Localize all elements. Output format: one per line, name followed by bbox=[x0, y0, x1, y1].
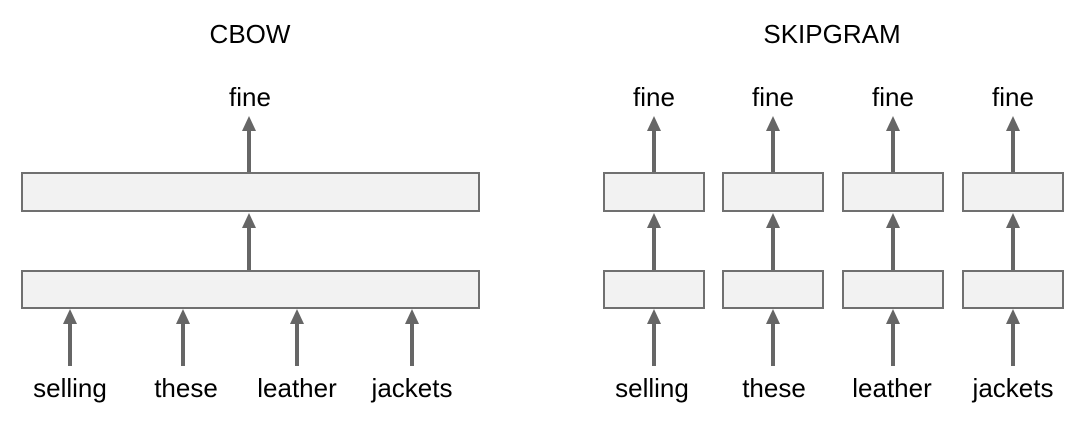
arrow-head bbox=[242, 213, 256, 228]
arrow-shaft bbox=[181, 322, 185, 366]
arrow-shaft bbox=[891, 226, 895, 270]
cbow-middle-arrow-up-icon bbox=[242, 213, 256, 270]
arrow-head bbox=[290, 309, 304, 324]
cbow-input-arrow-up-icon-3 bbox=[290, 309, 304, 366]
arrow-shaft bbox=[652, 129, 656, 172]
arrow-shaft bbox=[891, 322, 895, 366]
arrow-shaft bbox=[771, 129, 775, 172]
arrow-shaft bbox=[771, 322, 775, 366]
arrow-shaft bbox=[295, 322, 299, 366]
cbow-input-arrow-up-icon-1 bbox=[63, 309, 77, 366]
skipgram-input-word-3: leather bbox=[852, 373, 932, 403]
arrow-shaft bbox=[652, 226, 656, 270]
arrow-shaft bbox=[652, 322, 656, 366]
skipgram-middle-arrow-up-icon-3 bbox=[886, 213, 900, 270]
skipgram-input-word-4: jackets bbox=[972, 373, 1054, 403]
skipgram-input-word-1: selling bbox=[615, 373, 689, 403]
arrow-shaft bbox=[247, 129, 251, 172]
arrow-shaft bbox=[771, 226, 775, 270]
arrow-head bbox=[766, 213, 780, 228]
cbow-input-arrow-up-icon-4 bbox=[405, 309, 419, 366]
arrow-shaft bbox=[1011, 129, 1015, 172]
skipgram-output-word-2: fine bbox=[752, 82, 794, 112]
arrow-shaft bbox=[410, 322, 414, 366]
skipgram-output-arrow-up-icon-4 bbox=[1006, 116, 1020, 172]
skipgram-output-layer-box-2 bbox=[722, 172, 824, 212]
cbow-hidden-layer-box bbox=[21, 270, 480, 309]
skipgram-input-arrow-up-icon-4 bbox=[1006, 309, 1020, 366]
cbow-output-layer-box bbox=[21, 172, 480, 212]
skipgram-middle-arrow-up-icon-4 bbox=[1006, 213, 1020, 270]
cbow-output-word: fine bbox=[229, 82, 271, 112]
skipgram-title: SKIPGRAM bbox=[763, 19, 901, 49]
skipgram-output-arrow-up-icon-2 bbox=[766, 116, 780, 172]
skipgram-output-layer-box-1 bbox=[603, 172, 705, 212]
skipgram-output-arrow-up-icon-3 bbox=[886, 116, 900, 172]
arrow-shaft bbox=[68, 322, 72, 366]
skipgram-hidden-layer-box-1 bbox=[603, 270, 705, 309]
skipgram-middle-arrow-up-icon-2 bbox=[766, 213, 780, 270]
skipgram-input-arrow-up-icon-1 bbox=[647, 309, 661, 366]
skipgram-output-word-1: fine bbox=[633, 82, 675, 112]
cbow-input-word-1: selling bbox=[33, 373, 107, 403]
skipgram-output-word-4: fine bbox=[992, 82, 1034, 112]
arrow-head bbox=[886, 213, 900, 228]
arrow-shaft bbox=[1011, 322, 1015, 366]
arrow-shaft bbox=[1011, 226, 1015, 270]
skipgram-output-arrow-up-icon-1 bbox=[647, 116, 661, 172]
arrow-head bbox=[405, 309, 419, 324]
arrow-head bbox=[63, 309, 77, 324]
arrow-head bbox=[647, 309, 661, 324]
skipgram-input-word-2: these bbox=[742, 373, 806, 403]
arrow-head bbox=[766, 309, 780, 324]
skipgram-input-arrow-up-icon-2 bbox=[766, 309, 780, 366]
skipgram-output-layer-box-3 bbox=[842, 172, 944, 212]
skipgram-output-layer-box-4 bbox=[962, 172, 1064, 212]
arrow-shaft bbox=[891, 129, 895, 172]
skipgram-middle-arrow-up-icon-1 bbox=[647, 213, 661, 270]
arrow-head bbox=[886, 116, 900, 131]
arrow-head bbox=[766, 116, 780, 131]
cbow-input-arrow-up-icon-2 bbox=[176, 309, 190, 366]
cbow-output-arrow-up-icon bbox=[242, 116, 256, 172]
skipgram-input-arrow-up-icon-3 bbox=[886, 309, 900, 366]
arrow-head bbox=[1006, 116, 1020, 131]
skipgram-output-word-3: fine bbox=[872, 82, 914, 112]
arrow-head bbox=[886, 309, 900, 324]
cbow-title: CBOW bbox=[209, 19, 291, 49]
arrow-head bbox=[242, 116, 256, 131]
skipgram-hidden-layer-box-4 bbox=[962, 270, 1064, 309]
arrow-head bbox=[647, 116, 661, 131]
skipgram-hidden-layer-box-3 bbox=[842, 270, 944, 309]
arrow-head bbox=[176, 309, 190, 324]
cbow-input-word-4: jackets bbox=[371, 373, 453, 403]
arrow-head bbox=[1006, 213, 1020, 228]
arrow-shaft bbox=[247, 226, 251, 270]
cbow-input-word-2: these bbox=[154, 373, 218, 403]
arrow-head bbox=[1006, 309, 1020, 324]
cbow-input-word-3: leather bbox=[257, 373, 337, 403]
arrow-head bbox=[647, 213, 661, 228]
skipgram-hidden-layer-box-2 bbox=[722, 270, 824, 309]
